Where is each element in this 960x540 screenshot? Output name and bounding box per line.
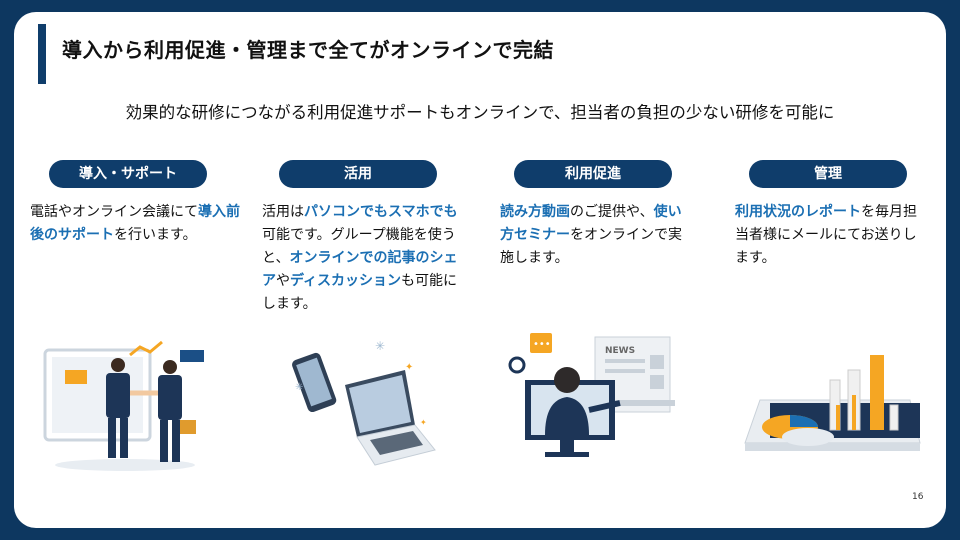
pill-intro-support: 導入・サポート: [49, 160, 207, 188]
svg-text:✦: ✦: [405, 362, 413, 373]
news-label: NEWS: [605, 346, 635, 356]
desc-text: をオンラインで実施します。: [500, 227, 682, 266]
desc-text: 活用は: [262, 204, 304, 220]
business-handshake-illustration: [43, 340, 204, 471]
online-seminar-illustration: ••• NEWS: [508, 333, 675, 457]
highlight-text: オンラインでの記事のシェア: [262, 250, 458, 289]
highlight-text: 使い方セミナー: [500, 204, 682, 243]
desc-utilization: 活用はパソコンでもスマホでも可能です。グループ機能を使うと、オンラインでの記事の…: [262, 201, 462, 316]
desc-promotion: 読み方動画のご提供や、使い方セミナーをオンラインで実施します。: [500, 201, 695, 270]
pill-utilization: 活用: [279, 160, 437, 188]
highlight-text: 利用状況のレポート: [735, 204, 861, 220]
page-title: 導入から利用促進・管理まで全てがオンラインで完結: [62, 38, 554, 62]
desc-management: 利用状況のレポートを毎月担当者様にメールにてお送りします。: [735, 201, 930, 270]
svg-text:✳: ✳: [375, 339, 385, 353]
title-accent-bar: [38, 24, 46, 84]
pill-management: 管理: [749, 160, 907, 188]
highlight-text: パソコンでもスマホでも: [304, 204, 458, 220]
desc-text: を毎月担当者様にメールにてお送りします。: [735, 204, 917, 266]
svg-text:•••: •••: [533, 339, 551, 350]
desc-text: のご提供や、: [570, 204, 654, 220]
desc-text: を行います。: [114, 227, 197, 243]
highlight-text: 読み方動画: [500, 204, 570, 220]
highlight-text: 導入前後のサポート: [30, 204, 240, 243]
svg-text:✳: ✳: [295, 382, 303, 393]
desc-text: 可能です。グループ機能を使うと、: [262, 227, 456, 266]
subtitle: 効果的な研修につながる利用促進サポートもオンラインで、担当者の負担の少ない研修を…: [125, 103, 835, 122]
desc-intro-support: 電話やオンライン会議にて導入前後のサポートを行います。: [30, 201, 245, 247]
laptop-tablet-illustration: ✳ ✦ ✳ ✦: [292, 339, 436, 466]
page-number: 16: [912, 492, 924, 502]
report-chart-illustration: [744, 355, 921, 451]
pill-promotion: 利用促進: [514, 160, 672, 188]
desc-text: 電話やオンライン会議にて: [30, 204, 198, 220]
svg-text:✦: ✦: [420, 418, 427, 427]
desc-text: も可能にします。: [262, 273, 458, 312]
highlight-text: ディスカッション: [290, 273, 402, 289]
desc-text: や: [276, 273, 290, 289]
